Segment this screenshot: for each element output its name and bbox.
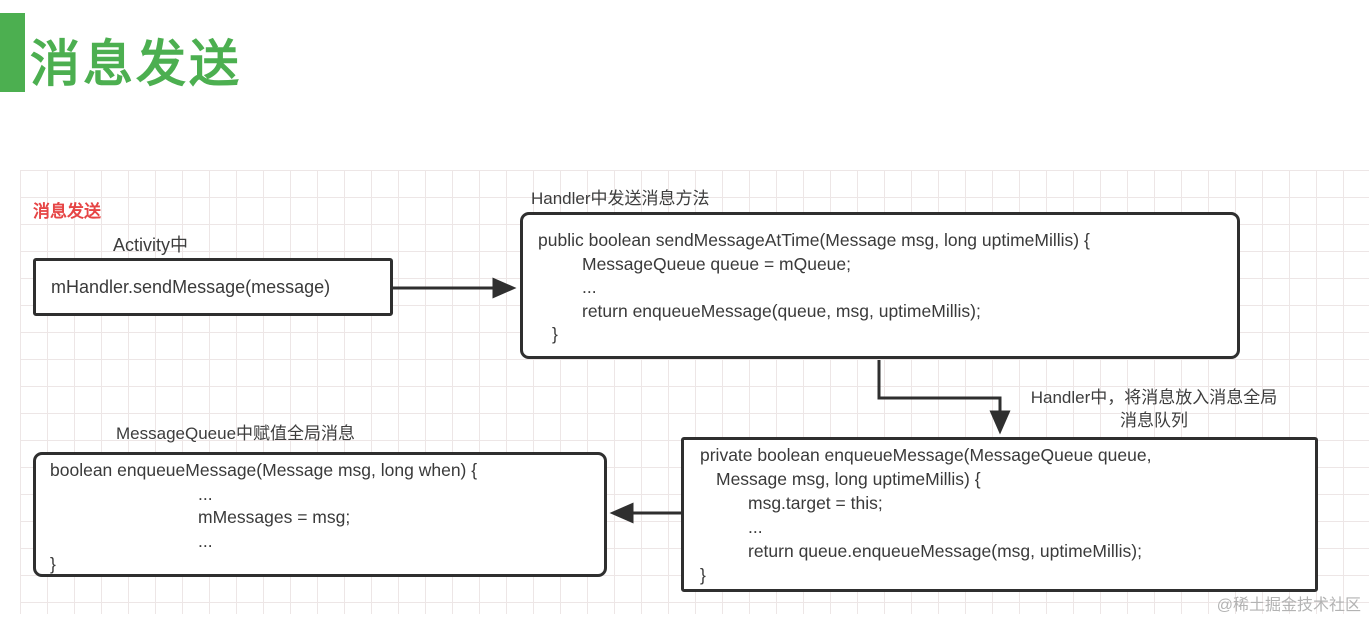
code-line: mHandler.sendMessage(message) [51, 276, 331, 297]
code-line: ... [198, 483, 213, 504]
messagequeue-code-box: boolean enqueueMessage(Message msg, long… [33, 452, 607, 577]
code-line: msg.target = this; [748, 493, 883, 513]
code-line: private boolean enqueueMessage(MessageQu… [700, 445, 1152, 465]
activity-code-box: mHandler.sendMessage(message) [33, 258, 393, 316]
code-line: ... [198, 530, 213, 551]
activity-node-label: Activity中 [113, 235, 189, 255]
handler-send-code-box: public boolean sendMessageAtTime(Message… [520, 212, 1240, 359]
code-line: } [700, 565, 706, 585]
watermark: @稀土掘金技术社区 [1216, 597, 1361, 614]
code-line: public boolean sendMessageAtTime(Message… [538, 230, 1090, 250]
title-accent-bar [0, 13, 25, 92]
code-line: } [552, 324, 558, 344]
code-line: ... [582, 277, 597, 297]
handler-enqueue-node-label: Handler中，将消息放入消息全局消息队列 [1030, 388, 1278, 430]
code-line: boolean enqueueMessage(Message msg, long… [50, 460, 478, 480]
code-line: mMessages = msg; [198, 507, 351, 527]
code-line: MessageQueue queue = mQueue; [582, 253, 852, 274]
code-line: Message msg, long uptimeMillis) { [716, 469, 981, 489]
diagram-subtitle: 消息发送 [33, 202, 101, 221]
code-line: } [50, 554, 56, 574]
code-line: return enqueueMessage(queue, msg, uptime… [582, 300, 981, 321]
code-line: return queue.enqueueMessage(msg, uptimeM… [748, 541, 1142, 561]
code-line: ... [748, 517, 763, 537]
handler-enqueue-code-box: private boolean enqueueMessage(MessageQu… [681, 437, 1318, 592]
handler-send-node-label: Handler中发送消息方法 [531, 189, 710, 208]
messagequeue-node-label: MessageQueue中赋值全局消息 [116, 424, 356, 443]
page-title: 消息发送 [30, 36, 242, 92]
